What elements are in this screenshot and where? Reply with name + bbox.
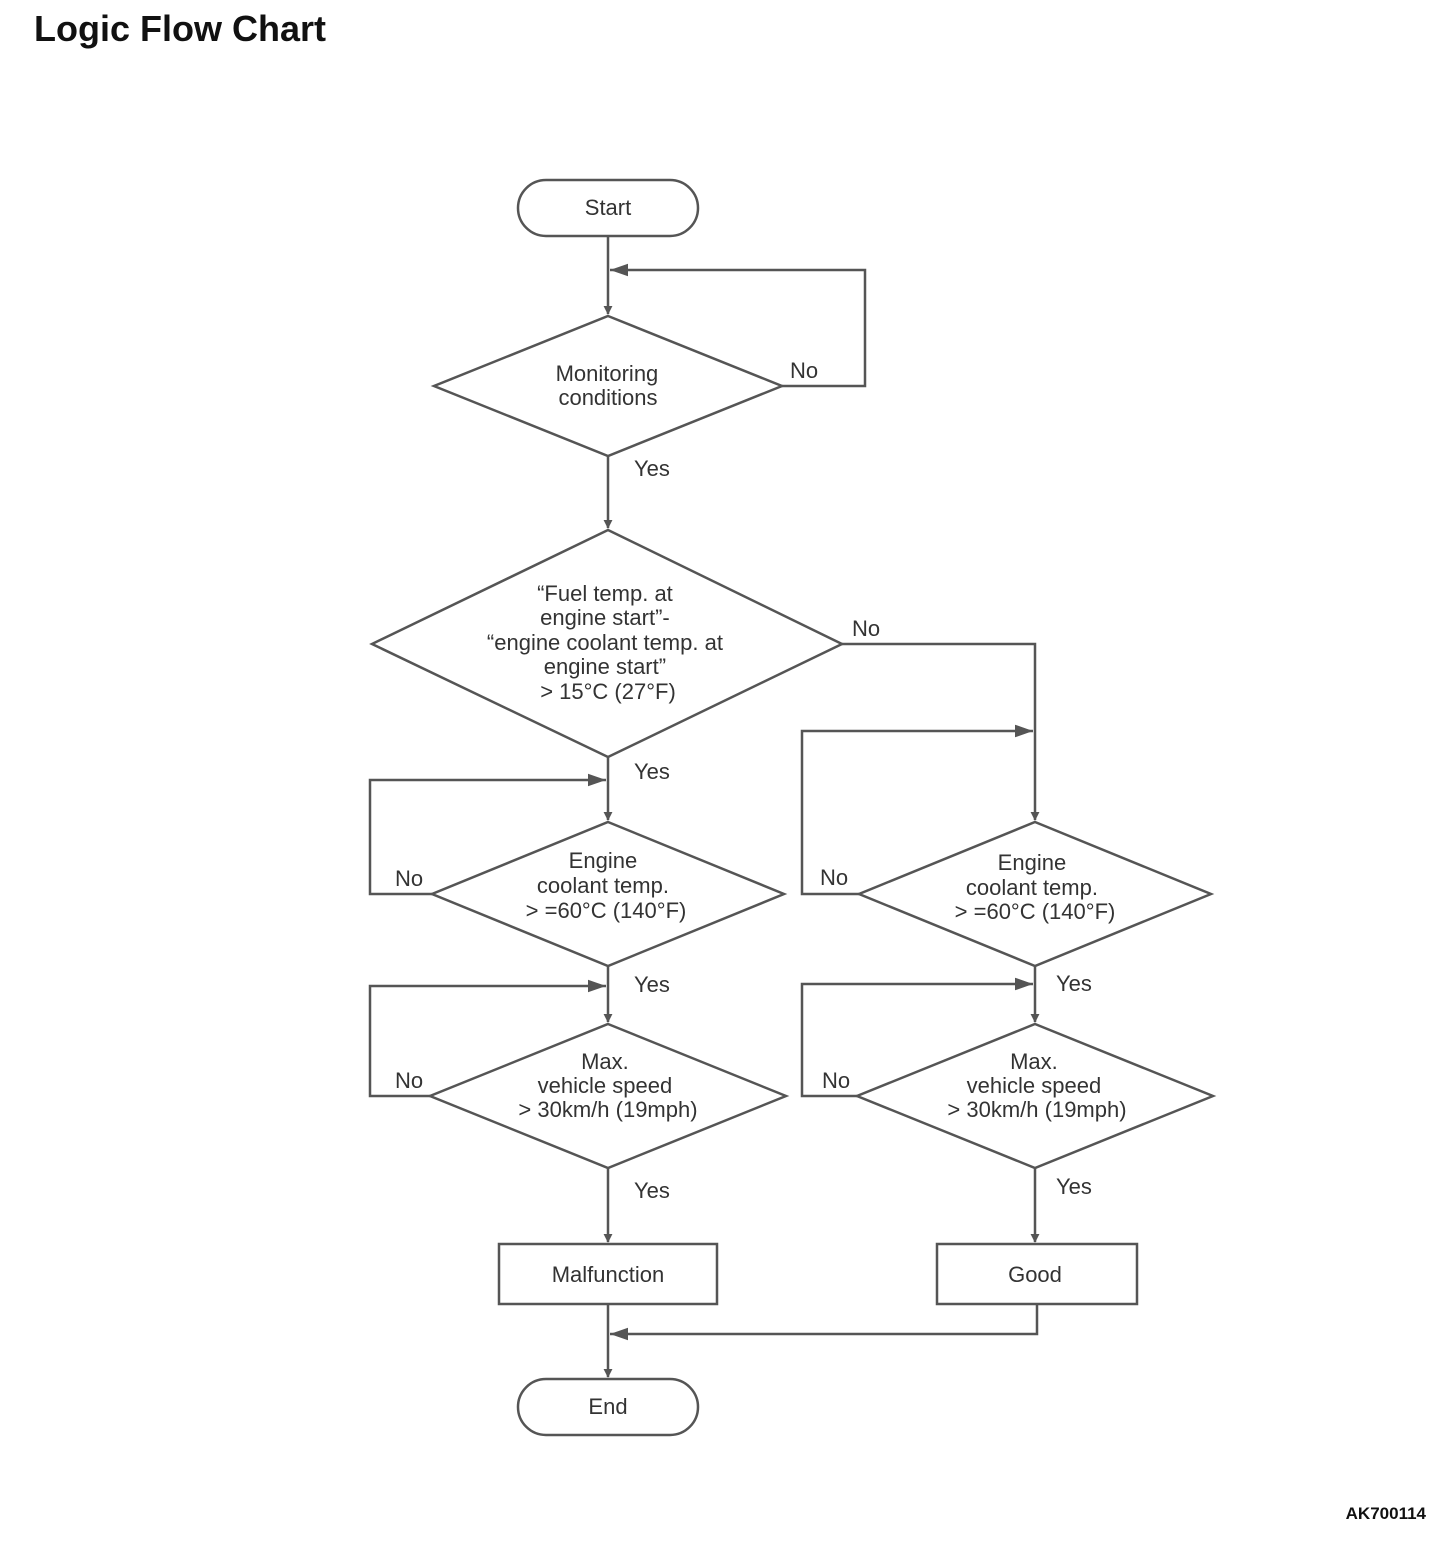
connector-coolant-left-no-loop	[368, 773, 606, 896]
fuel-temp-text: “Fuel temp. at engine start”- “engine co…	[487, 581, 729, 704]
malfunction-box: Malfunction	[497, 1242, 719, 1306]
figure-id: AK700114	[1345, 1504, 1426, 1523]
coolant-left-no-label: No	[395, 866, 423, 891]
speed-right-no-label: No	[822, 1068, 850, 1093]
good-box: Good	[935, 1242, 1139, 1306]
page-title: Logic Flow Chart	[34, 8, 326, 49]
coolant-right-no-label: No	[820, 865, 848, 890]
connector-speed-left-no-loop	[368, 979, 606, 1098]
connector-coolant-right-no-loop	[800, 724, 1033, 896]
monitoring-conditions-text: Monitoring conditions	[556, 361, 665, 410]
end-terminal: End	[516, 1377, 700, 1437]
speed-left-yes-label: Yes	[634, 1178, 670, 1203]
vehicle-speed-right-text: Max. vehicle speed > 30km/h (19mph)	[947, 1049, 1126, 1122]
start-terminal: Start	[516, 178, 700, 238]
coolant-right-yes-label: Yes	[1056, 971, 1092, 996]
start-label: Start	[585, 195, 631, 220]
monitoring-conditions-decision: Monitoring conditions	[430, 314, 786, 458]
vehicle-speed-left-text: Max. vehicle speed > 30km/h (19mph)	[518, 1049, 697, 1122]
connector-fuel-no	[842, 642, 1040, 821]
malfunction-label: Malfunction	[552, 1262, 665, 1287]
monitoring-no-label: No	[790, 358, 818, 383]
vehicle-speed-right-decision: Max. vehicle speed > 30km/h (19mph)	[853, 1022, 1217, 1170]
coolant-left-yes-label: Yes	[634, 972, 670, 997]
fuel-yes-label: Yes	[634, 759, 670, 784]
coolant-temp-left-text: Engine coolant temp. > =60°C (140°F)	[526, 848, 687, 923]
fuel-temp-decision: “Fuel temp. at engine start”- “engine co…	[369, 528, 845, 759]
connector-monitoring-no-loop	[610, 263, 867, 388]
connector-good-to-end	[610, 1304, 1039, 1341]
good-label: Good	[1008, 1262, 1062, 1287]
coolant-temp-right-text: Engine coolant temp. > =60°C (140°F)	[955, 850, 1116, 924]
coolant-temp-left-decision: Engine coolant temp. > =60°C (140°F)	[428, 820, 788, 968]
end-label: End	[588, 1394, 627, 1419]
coolant-temp-right-decision: Engine coolant temp. > =60°C (140°F)	[855, 820, 1215, 968]
connector-speed-right-no-loop	[800, 977, 1033, 1098]
speed-left-no-label: No	[395, 1068, 423, 1093]
monitoring-yes-label: Yes	[634, 456, 670, 481]
vehicle-speed-left-decision: Max. vehicle speed > 30km/h (19mph)	[426, 1022, 790, 1170]
fuel-no-label: No	[852, 616, 880, 641]
speed-right-yes-label: Yes	[1056, 1174, 1092, 1199]
